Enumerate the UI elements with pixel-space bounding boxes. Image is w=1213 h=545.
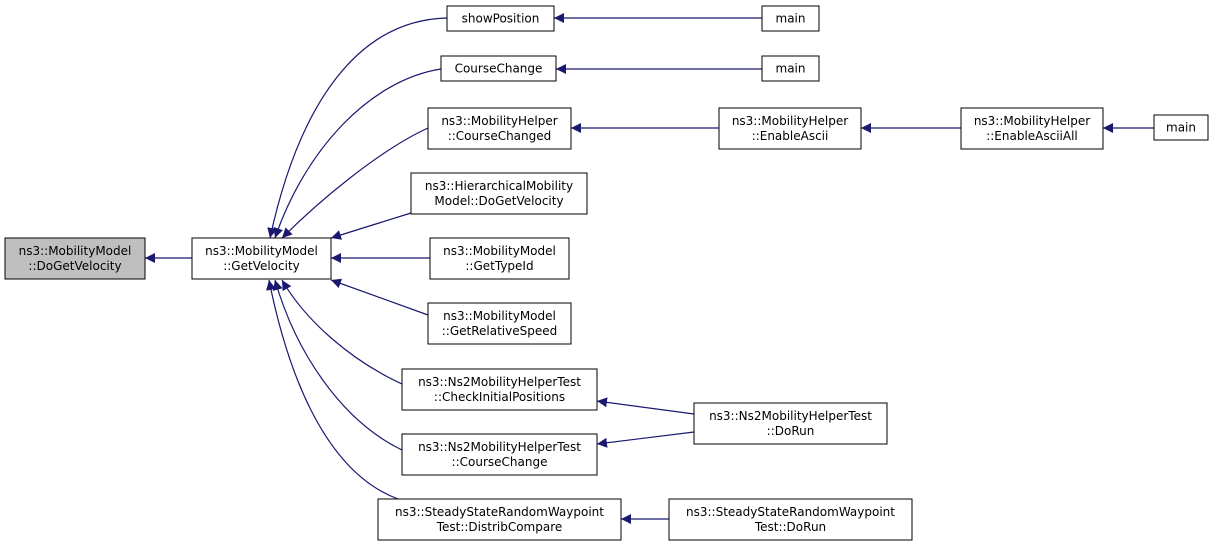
node-n5[interactable]: main bbox=[761, 55, 820, 82]
edge-arrow bbox=[273, 68, 442, 239]
edge-n14-to-n13 bbox=[596, 397, 695, 415]
node-label-line: main bbox=[776, 12, 806, 26]
node-label-line: ns3::HierarchicalMobility bbox=[425, 179, 573, 193]
edge-n14-to-n15 bbox=[596, 431, 695, 448]
node-n6[interactable]: ns3::MobilityHelper::CourseChanged bbox=[427, 107, 572, 150]
node-label-line: ::GetVelocity bbox=[223, 259, 300, 273]
node-box bbox=[761, 5, 820, 32]
node-box bbox=[401, 368, 598, 411]
node-n0[interactable]: ns3::MobilityModel::DoGetVelocity bbox=[4, 237, 146, 280]
edge-n12-to-n1 bbox=[330, 278, 429, 316]
node-n1[interactable]: ns3::MobilityModel::GetVelocity bbox=[191, 237, 332, 280]
edge-n15-to-n1 bbox=[272, 279, 403, 451]
edge-arrow bbox=[272, 279, 403, 451]
node-label-line: ::CheckInitialPositions bbox=[434, 390, 565, 404]
edge-n2-to-n1 bbox=[267, 17, 448, 239]
node-label-line: ns3::MobilityModel bbox=[19, 244, 132, 258]
edge-arrow bbox=[281, 279, 403, 385]
node-n17[interactable]: ns3::SteadyStateRandomWaypointTest::DoRu… bbox=[668, 498, 913, 541]
node-label-line: ns3::MobilityHelper bbox=[732, 114, 848, 128]
node-box bbox=[427, 107, 572, 150]
edge-arrow bbox=[330, 278, 429, 316]
node-label-line: ns3::MobilityModel bbox=[205, 244, 318, 258]
edge-arrow bbox=[330, 212, 412, 240]
node-n13[interactable]: ns3::Ns2MobilityHelperTest::CheckInitial… bbox=[401, 368, 598, 411]
node-label-line: ::EnableAsciiAll bbox=[986, 129, 1078, 143]
node-label-line: showPosition bbox=[462, 12, 540, 26]
node-box bbox=[191, 237, 332, 280]
node-box bbox=[668, 498, 913, 541]
node-label-line: Test::DistribCompare bbox=[436, 520, 563, 534]
edge-arrow bbox=[266, 279, 399, 500]
edge-n13-to-n1 bbox=[281, 279, 403, 385]
node-box bbox=[960, 107, 1104, 150]
node-n4[interactable]: CourseChange bbox=[440, 55, 557, 82]
edges bbox=[145, 13, 1154, 524]
node-label-line: ::CourseChange bbox=[452, 455, 548, 469]
node-label-line: ::DoGetVelocity bbox=[28, 259, 121, 273]
edge-arrow bbox=[596, 397, 695, 415]
node-n3[interactable]: main bbox=[761, 5, 820, 32]
node-label-line: ns3::MobilityHelper bbox=[974, 114, 1090, 128]
node-n11[interactable]: ns3::MobilityModel::GetTypeId bbox=[429, 237, 570, 280]
node-n10[interactable]: ns3::HierarchicalMobilityModel::DoGetVel… bbox=[410, 172, 588, 215]
node-label-line: ::DoRun bbox=[767, 424, 815, 438]
node-n14[interactable]: ns3::Ns2MobilityHelperTest::DoRun bbox=[693, 402, 888, 445]
node-box bbox=[401, 433, 598, 476]
node-label-line: ::EnableAscii bbox=[752, 129, 829, 143]
node-n12[interactable]: ns3::MobilityModel::GetRelativeSpeed bbox=[427, 302, 572, 345]
node-box bbox=[1153, 114, 1209, 141]
node-n8[interactable]: ns3::MobilityHelper::EnableAsciiAll bbox=[960, 107, 1104, 150]
node-label-line: ns3::Ns2MobilityHelperTest bbox=[418, 375, 581, 389]
nodes: ns3::MobilityModel::DoGetVelocityns3::Mo… bbox=[4, 5, 1209, 541]
node-label-line: ns3::SteadyStateRandomWaypoint bbox=[395, 505, 604, 519]
edge-n10-to-n1 bbox=[330, 212, 412, 240]
node-box bbox=[377, 498, 622, 541]
node-label-line: ns3::MobilityHelper bbox=[441, 114, 557, 128]
node-box bbox=[440, 55, 557, 82]
node-label-line: CourseChange bbox=[455, 62, 543, 76]
edge-arrow bbox=[281, 127, 429, 239]
edge-arrow bbox=[267, 17, 448, 239]
node-box bbox=[446, 5, 555, 32]
edge-n6-to-n1 bbox=[281, 127, 429, 239]
node-box bbox=[410, 172, 588, 215]
node-label-line: Model::DoGetVelocity bbox=[434, 194, 563, 208]
node-label-line: Test::DoRun bbox=[754, 520, 826, 534]
node-box bbox=[427, 302, 572, 345]
node-box bbox=[429, 237, 570, 280]
node-label-line: main bbox=[776, 62, 806, 76]
node-n7[interactable]: ns3::MobilityHelper::EnableAscii bbox=[718, 107, 862, 150]
node-label-line: ns3::MobilityModel bbox=[443, 309, 556, 323]
node-box bbox=[693, 402, 888, 445]
node-n15[interactable]: ns3::Ns2MobilityHelperTest::CourseChange bbox=[401, 433, 598, 476]
node-label-line: ns3::Ns2MobilityHelperTest bbox=[709, 409, 872, 423]
node-box bbox=[761, 55, 820, 82]
node-label-line: ::GetTypeId bbox=[465, 259, 533, 273]
node-label-line: ::CourseChanged bbox=[448, 129, 552, 143]
node-n16[interactable]: ns3::SteadyStateRandomWaypointTest::Dist… bbox=[377, 498, 622, 541]
node-label-line: main bbox=[1166, 121, 1196, 135]
edge-n4-to-n1 bbox=[273, 68, 442, 239]
node-n2[interactable]: showPosition bbox=[446, 5, 555, 32]
node-label-line: ns3::MobilityModel bbox=[443, 244, 556, 258]
edge-arrow bbox=[596, 431, 695, 448]
node-n9[interactable]: main bbox=[1153, 114, 1209, 141]
node-box bbox=[4, 237, 146, 280]
node-label-line: ns3::Ns2MobilityHelperTest bbox=[418, 440, 581, 454]
node-label-line: ns3::SteadyStateRandomWaypoint bbox=[686, 505, 895, 519]
node-box bbox=[718, 107, 862, 150]
edge-n16-to-n1 bbox=[266, 279, 399, 500]
node-label-line: ::GetRelativeSpeed bbox=[442, 324, 557, 338]
